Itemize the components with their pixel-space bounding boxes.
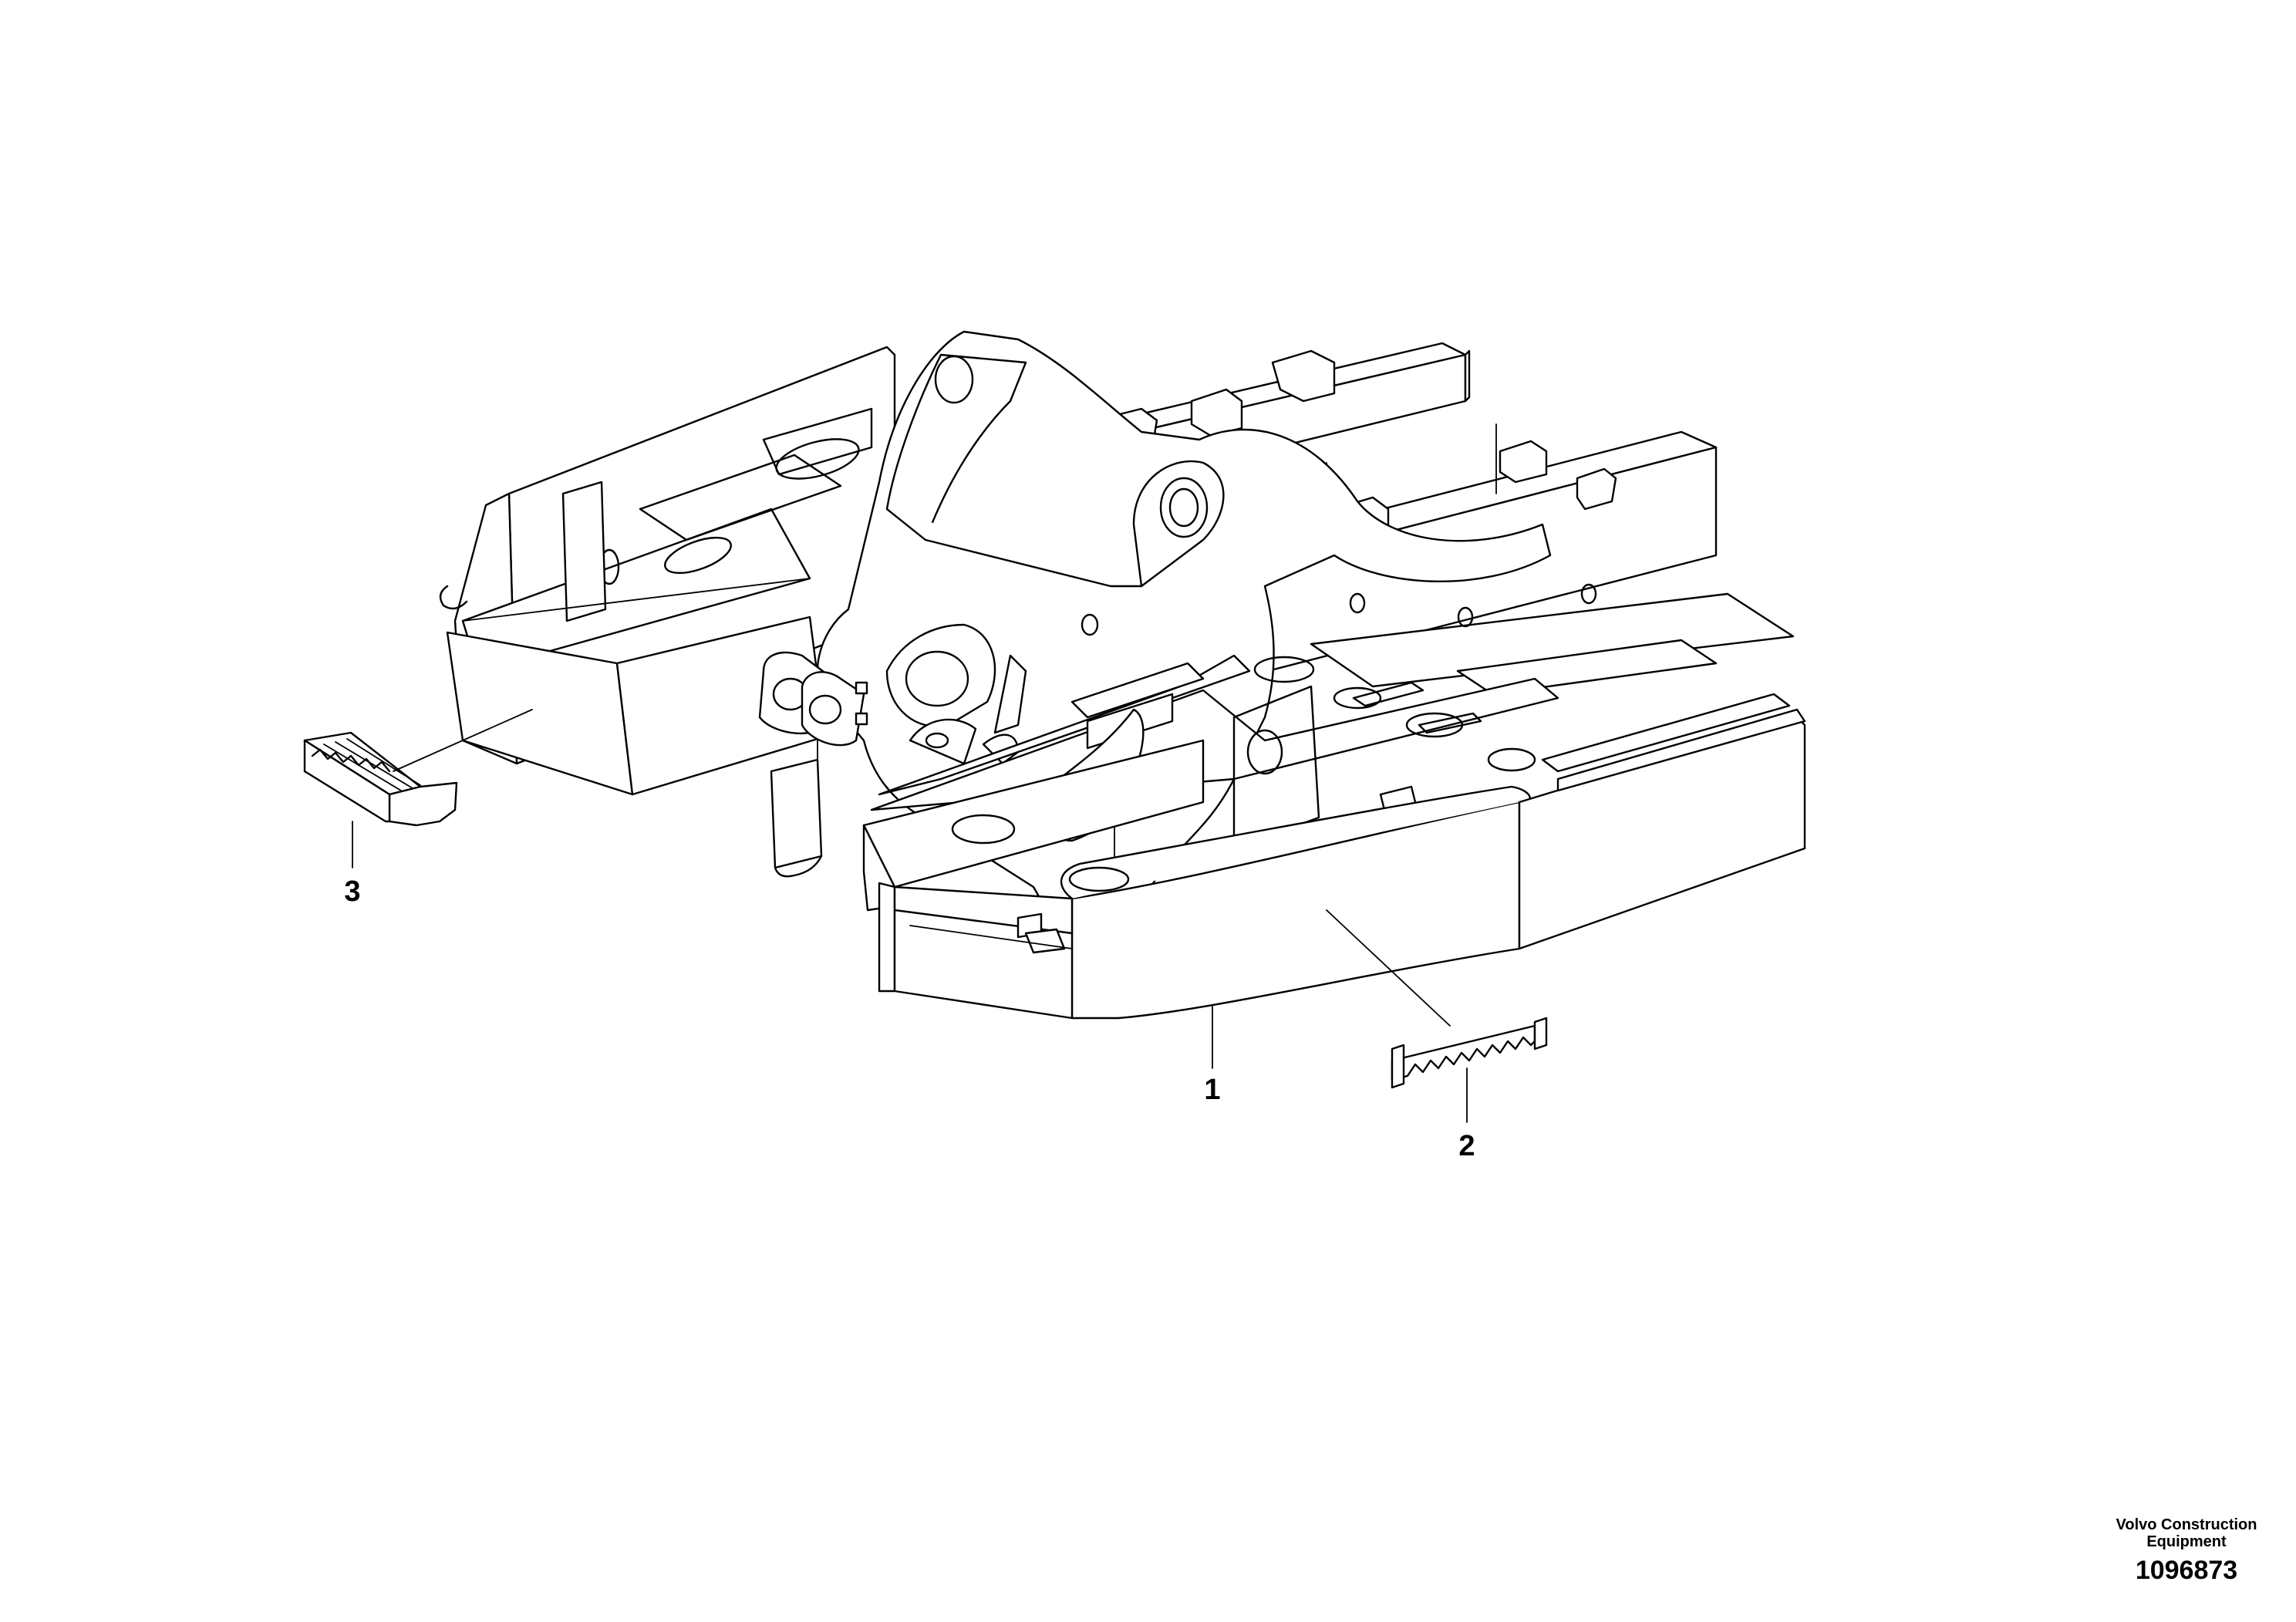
manufacturer-name: Volvo Construction Equipment bbox=[2116, 1516, 2257, 1550]
leader-line-1b bbox=[1326, 909, 1451, 1027]
drawing-number: 1096873 bbox=[2135, 1556, 2238, 1585]
step bbox=[303, 731, 458, 827]
callout-2: 2 bbox=[1458, 1130, 1475, 1162]
callout-1: 1 bbox=[1204, 1074, 1221, 1106]
leader-line-3b bbox=[393, 709, 533, 772]
leader-lines bbox=[352, 709, 1468, 1123]
left-side-frame bbox=[439, 346, 896, 796]
counterweight-bumper bbox=[862, 708, 1806, 1020]
right-side-deck bbox=[1310, 592, 1795, 773]
mounting-plate bbox=[770, 740, 823, 878]
step-plate bbox=[1391, 1017, 1548, 1089]
callout-3: 3 bbox=[344, 875, 361, 908]
